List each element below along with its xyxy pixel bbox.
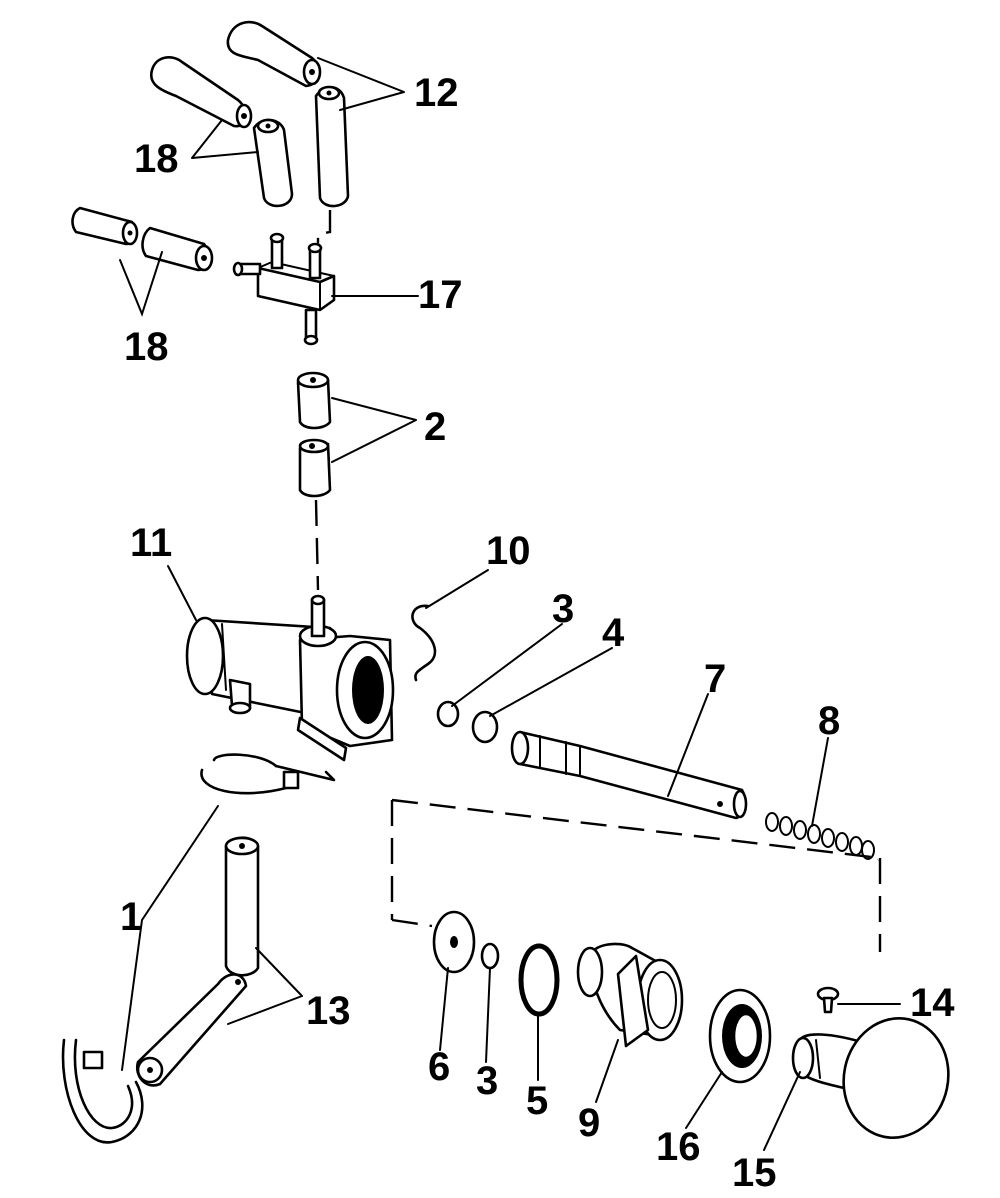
part-11-valve-housing: [185, 594, 395, 762]
label-17: 17: [418, 273, 463, 317]
label-1: 1: [120, 895, 142, 939]
label-18-lower: 18: [124, 325, 169, 369]
part-13-hose-upper: [224, 836, 260, 977]
label-5: 5: [526, 1079, 548, 1123]
label-16: 16: [656, 1125, 701, 1169]
part-17-fitting-block: [232, 232, 336, 346]
label-3-lower: 3: [476, 1059, 498, 1103]
part-18-hose-upper: [149, 56, 253, 129]
label-8: 8: [818, 699, 840, 743]
label-9: 9: [578, 1101, 600, 1145]
label-3-upper: 3: [552, 587, 574, 631]
label-18-upper: 18: [134, 137, 179, 181]
part-18-hose-short-left: [71, 206, 139, 246]
part-9-bushing: [576, 942, 684, 1048]
label-4: 4: [602, 611, 625, 655]
part-8-spring: [765, 812, 875, 860]
part-3-o-ring-lower: [480, 942, 500, 970]
label-2: 2: [424, 405, 446, 449]
part-1-cable-tie-lower: [61, 1038, 144, 1144]
label-14: 14: [910, 981, 955, 1025]
part-16-lock-ring: [708, 988, 772, 1084]
part-18-hose-lower: [252, 118, 294, 208]
dashed-guide-2-11: [314, 499, 320, 591]
part-2-hose-lower: [298, 438, 332, 498]
part-4-o-ring: [471, 710, 499, 744]
part-7-plunger-shaft: [510, 730, 748, 820]
label-15: 15: [732, 1151, 777, 1195]
label-13: 13: [306, 989, 351, 1033]
part-15-knob: [791, 1017, 950, 1139]
label-12: 12: [414, 71, 459, 115]
leader-lines: [119, 57, 901, 1151]
part-10-retaining-clip: [411, 604, 437, 682]
part-12-hose-lower: [314, 85, 350, 208]
part-6-washer: [432, 910, 476, 974]
part-14-screw: [816, 986, 840, 1014]
part-12-hose-upper: [226, 20, 322, 88]
label-11: 11: [130, 521, 172, 565]
part-1-cable-tie-upper: [200, 753, 336, 795]
part-3-o-ring: [436, 700, 460, 728]
dashed-assembly-guide: [390, 798, 883, 952]
part-5-seal-ring: [518, 943, 560, 1017]
part-13-hose-lower: [135, 973, 248, 1087]
dashed-guide-12-17: [316, 210, 332, 250]
label-6: 6: [428, 1045, 450, 1089]
label-7: 7: [704, 657, 726, 701]
part-2-hose-upper: [296, 371, 332, 430]
part-18-hose-short-right: [141, 226, 214, 272]
label-10: 10: [486, 529, 531, 573]
